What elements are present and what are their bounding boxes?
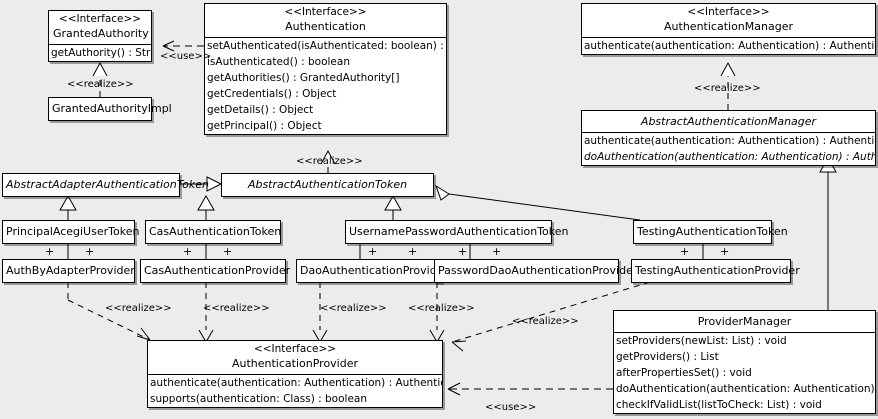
edge-label-realize: <<realize>>	[105, 303, 172, 314]
class-authentication-manager[interactable]: <<Interface>> AuthenticationManager auth…	[581, 3, 876, 55]
stereotype-label: <<Interface>>	[284, 6, 367, 18]
multiplicity-marker: +	[720, 245, 730, 258]
class-name: AuthenticationManager	[664, 20, 793, 33]
stereotype-label: <<Interface>>	[687, 6, 770, 18]
edge-label-realize: <<realize>>	[320, 303, 387, 314]
multiplicity-marker: +	[492, 245, 502, 258]
edge-label-realize: <<realize>>	[296, 156, 363, 167]
class-dao-authentication-provider[interactable]: DaoAuthenticationProvider	[296, 259, 448, 283]
operation-row: getProviders() : List	[616, 351, 719, 363]
operation-row: getAuthority() : String	[51, 47, 151, 59]
class-name: TestingAuthenticationProvider	[635, 264, 800, 277]
multiplicity-marker: +	[223, 245, 233, 258]
operation-row: getDetails() : Object	[207, 104, 314, 116]
class-username-password-authentication-token[interactable]: UsernamePasswordAuthenticationToken	[345, 220, 569, 244]
class-password-dao-authentication-provider[interactable]: PasswordDaoAuthenticationProvider	[434, 259, 638, 283]
edge-label-realize: <<realize>>	[67, 79, 134, 90]
edge-label-use: <<use>>	[160, 51, 212, 62]
class-name: CasAuthenticationProvider	[144, 264, 291, 277]
edge-use-providermanager-authenticationprovider	[447, 382, 613, 396]
operations-compartment: getAuthority() : String	[49, 44, 151, 61]
class-name: AbstractAuthenticationManager	[640, 115, 817, 128]
class-testing-authentication-token[interactable]: TestingAuthenticationToken	[633, 220, 788, 244]
operation-row: checkIfValidList(listToCheck: List) : vo…	[616, 399, 822, 411]
class-header: <<Interface>> GrantedAuthority	[49, 11, 151, 44]
operations-compartment: setAuthenticated(isAuthenticated: boolea…	[205, 37, 446, 134]
edge-generalize-providermanager	[819, 156, 837, 310]
multiplicity-marker: +	[183, 245, 193, 258]
edge-label-realize: <<realize>>	[694, 83, 761, 94]
operation-row: authenticate(authentication: Authenticat…	[584, 135, 875, 147]
class-name: GrantedAuthority	[53, 27, 149, 40]
operation-row: authenticate(authentication: Authenticat…	[150, 377, 442, 389]
class-header: <<Interface>> AuthenticationManager	[582, 4, 875, 37]
operation-row: afterPropertiesSet() : void	[616, 367, 752, 379]
operations-compartment: authenticate(authentication: Authenticat…	[582, 37, 875, 54]
edge-label-use: <<use>>	[485, 402, 537, 413]
operation-row: doAuthentication(authentication: Authent…	[616, 383, 875, 395]
class-name: PrincipalAcegiUserToken	[6, 225, 140, 238]
operations-compartment: authenticate(authentication: Authenticat…	[582, 132, 875, 165]
multiplicity-marker: +	[458, 245, 468, 258]
class-name: AuthByAdapterProvider	[6, 264, 135, 277]
class-principal-acegi-user-token[interactable]: PrincipalAcegiUserToken	[2, 220, 140, 244]
class-auth-by-adapter-provider[interactable]: AuthByAdapterProvider	[2, 259, 135, 283]
class-name: GrantedAuthorityImpl	[52, 102, 172, 115]
class-name: AuthenticationProvider	[231, 357, 359, 370]
class-granted-authority[interactable]: <<Interface>> GrantedAuthority getAuthor…	[48, 10, 152, 62]
operation-row: doAuthentication(authentication: Authent…	[584, 151, 875, 163]
class-name: AbstractAdapterAuthenticationToken	[6, 178, 209, 191]
class-name: AbstractAuthenticationToken	[247, 178, 408, 191]
edge-generalize-testingauthenticationtoken	[435, 184, 641, 221]
operations-compartment: setProviders(newList: List) : void getPr…	[614, 332, 875, 413]
class-name: CasAuthenticationToken	[149, 225, 282, 238]
edge-label-realize: <<realize>>	[512, 316, 579, 327]
operation-row: setProviders(newList: List) : void	[616, 335, 787, 347]
operation-row: getPrincipal() : Object	[207, 120, 322, 132]
operation-row: supports(authentication: Class) : boolea…	[150, 393, 367, 405]
class-name: DaoAuthenticationProvider	[300, 264, 448, 277]
class-header: <<Interface>> Authentication	[205, 4, 446, 37]
class-name: UsernamePasswordAuthenticationToken	[349, 225, 569, 238]
class-granted-authority-impl[interactable]: GrantedAuthorityImpl	[48, 97, 172, 121]
edge-label-realize: <<realize>>	[203, 303, 270, 314]
class-name: Authentication	[285, 20, 366, 33]
class-abstract-authentication-token[interactable]: AbstractAuthenticationToken	[221, 173, 434, 197]
edge-generalize-principalacegiusertoken	[59, 194, 77, 220]
operations-compartment: authenticate(authentication: Authenticat…	[148, 374, 442, 407]
edge-generalize-casauthenticationtoken	[197, 194, 215, 220]
class-provider-manager[interactable]: ProviderManager setProviders(newList: Li…	[613, 310, 876, 414]
class-header: <<Interface>> AuthenticationProvider	[148, 341, 442, 374]
operation-row: authenticate(authentication: Authenticat…	[584, 40, 875, 52]
class-name: PasswordDaoAuthenticationProvider	[438, 264, 638, 277]
multiplicity-marker: +	[85, 245, 95, 258]
class-authentication-provider[interactable]: <<Interface>> AuthenticationProvider aut…	[147, 340, 443, 408]
class-authentication[interactable]: <<Interface>> Authentication setAuthenti…	[204, 3, 447, 135]
operation-row: getCredentials() : Object	[207, 88, 337, 100]
stereotype-label: <<Interface>>	[58, 13, 142, 25]
class-name: TestingAuthenticationToken	[637, 225, 788, 238]
multiplicity-marker: +	[45, 245, 55, 258]
multiplicity-marker: +	[680, 245, 690, 258]
stereotype-label: <<Interface>>	[253, 343, 337, 355]
class-header: ProviderManager	[614, 311, 875, 332]
class-abstract-adapter-authentication-token[interactable]: AbstractAdapterAuthenticationToken	[2, 173, 209, 197]
class-header: AbstractAuthenticationManager	[582, 111, 875, 132]
edge-generalize-usernamepasswordtoken	[384, 194, 402, 220]
class-cas-authentication-provider[interactable]: CasAuthenticationProvider	[140, 259, 291, 283]
operation-row: setAuthenticated(isAuthenticated: boolea…	[207, 40, 446, 52]
edge-use-authentication-grantedauthority	[162, 40, 204, 52]
class-testing-authentication-provider[interactable]: TestingAuthenticationProvider	[631, 259, 800, 283]
class-abstract-authentication-manager[interactable]: AbstractAuthenticationManager authentica…	[581, 110, 876, 166]
class-cas-authentication-token[interactable]: CasAuthenticationToken	[145, 220, 281, 244]
class-name: ProviderManager	[697, 315, 792, 328]
operation-row: getAuthorities() : GrantedAuthority[]	[207, 72, 400, 84]
edge-label-realize: <<realize>>	[408, 303, 475, 314]
operation-row: isAuthenticated() : boolean	[207, 56, 350, 68]
multiplicity-marker: +	[408, 245, 418, 258]
multiplicity-marker: +	[368, 245, 378, 258]
